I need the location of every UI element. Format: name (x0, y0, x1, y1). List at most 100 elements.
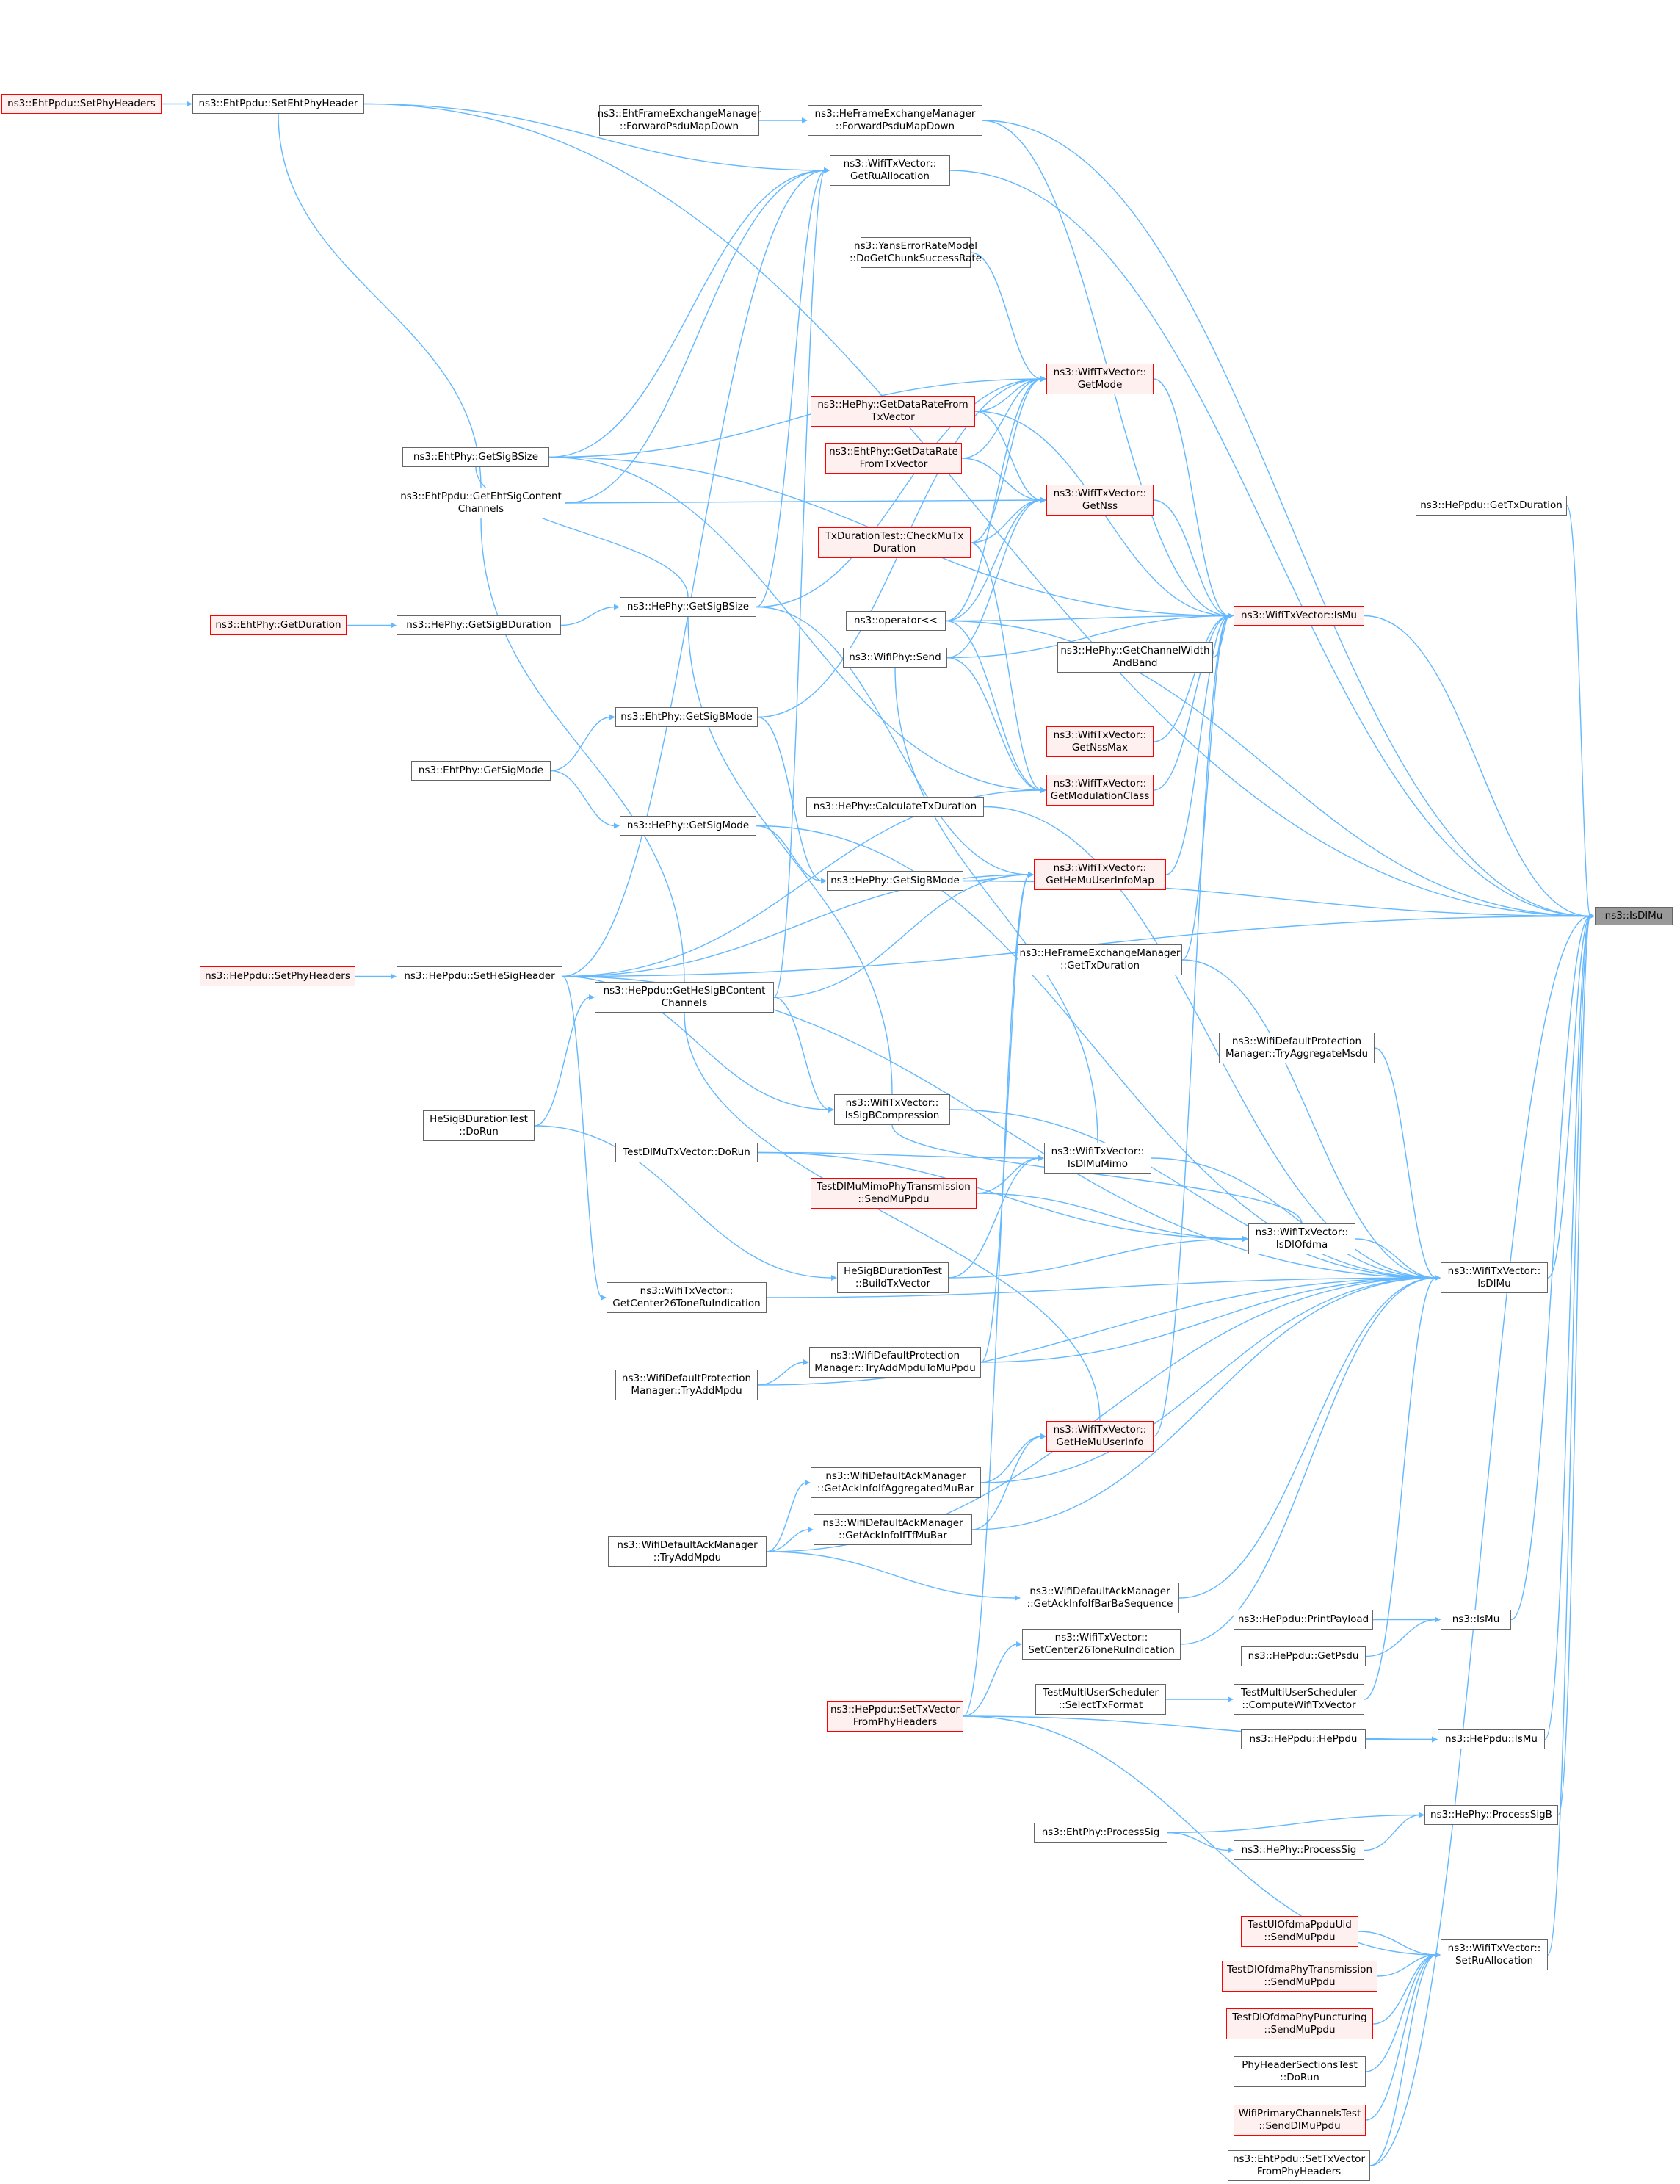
node-hesigbdurationtest-dorun[interactable]: HeSigBDurationTest ::DoRun (423, 1110, 535, 1141)
call-edge (945, 499, 1043, 622)
node-testdlofdmaphypuncturing-sendmuppdu[interactable]: TestDlOfdmaPhyPuncturing ::SendMuPpdu (1226, 2008, 1373, 2039)
call-edge (1167, 1814, 1421, 1834)
node-wifitxvector-setruallocation[interactable]: ns3::WifiTxVector:: SetRuAllocation (1441, 1939, 1548, 1970)
node-label: TestDlOfdmaPhyTransmission ::SendMuPpdu (1227, 1964, 1372, 1988)
node-wifitxvector-gethemuuserinfo[interactable]: ns3::WifiTxVector:: GetHeMuUserInfo (1046, 1421, 1154, 1452)
node-wifitxvector-issigbcompression[interactable]: ns3::WifiTxVector:: IsSigBCompression (834, 1094, 950, 1125)
node-hephy-processsigb[interactable]: ns3::HePhy::ProcessSigB (1424, 1805, 1558, 1825)
node-txdurationtest-checkmutxduration[interactable]: TxDurationTest::CheckMuTx Duration (818, 527, 971, 558)
node-heppdu-ismu[interactable]: ns3::HePpdu::IsMu (1438, 1729, 1545, 1749)
node-wdpm-tryaddmpdutomuppdu[interactable]: ns3::WifiDefaultProtection Manager::TryA… (809, 1347, 981, 1378)
node-label: ns3::WifiTxVector:: SetCenter26ToneRuInd… (1028, 1632, 1175, 1656)
node-ehtphy-getdataratefromtxvector[interactable]: ns3::EhtPhy::GetDataRate FromTxVector (825, 443, 962, 474)
node-wifitxvector-gethemuuserinfomap[interactable]: ns3::WifiTxVector:: GetHeMuUserInfoMap (1034, 859, 1166, 890)
node-testmultiuserscheduler-selecttxformat[interactable]: TestMultiUserScheduler ::SelectTxFormat (1035, 1684, 1166, 1715)
call-edge (534, 997, 591, 1127)
node-ehtphy-getduration[interactable]: ns3::EhtPhy::GetDuration (210, 615, 347, 635)
node-label: ns3::WifiDefaultProtection Manager::TryA… (814, 1350, 976, 1374)
call-edge (963, 1644, 1018, 1717)
node-isdlmu-root[interactable]: ns3::IsDlMu (1595, 907, 1673, 925)
node-ehtphy-getsigmode[interactable]: ns3::EhtPhy::GetSigMode (411, 761, 551, 781)
node-heppdu-gettxduration[interactable]: ns3::HePpdu::GetTxDuration (1416, 496, 1567, 516)
node-hesigbdurationtest-buildtxvector[interactable]: HeSigBDurationTest ::BuildTxVector (837, 1262, 949, 1293)
node-wifitxvector-setcenter26tonerunindication[interactable]: ns3::WifiTxVector:: SetCenter26ToneRuInd… (1022, 1629, 1181, 1660)
node-wifitxvector-getcenter26tonerunindication[interactable]: ns3::WifiTxVector:: GetCenter26ToneRuInd… (607, 1282, 767, 1313)
call-edge (1355, 1238, 1437, 1279)
node-testmultiuserscheduler-computewifitxvector[interactable]: TestMultiUserScheduler ::ComputeWifiTxVe… (1234, 1684, 1364, 1715)
node-phyheadersectionstest-dorun[interactable]: PhyHeaderSectionsTest ::DoRun (1234, 2056, 1366, 2087)
node-ehtphy-getsigbmode[interactable]: ns3::EhtPhy::GetSigBMode (615, 707, 758, 727)
call-edge-arrowhead (391, 973, 397, 980)
node-wifiprimarychannelstest-senddlmuppdu[interactable]: WifiPrimaryChannelsTest ::SendDlMuPpdu (1234, 2105, 1366, 2136)
node-wifiphy-send[interactable]: ns3::WifiPhy::Send (843, 648, 947, 668)
call-edge (565, 499, 1043, 504)
call-edge (980, 1277, 1437, 1483)
call-edge-arrowhead (1028, 872, 1034, 878)
node-label: ns3::WifiTxVector:: GetNssMax (1053, 729, 1147, 753)
node-label: ns3::WifiTxVector:: IsDlMuMimo (1051, 1146, 1145, 1170)
node-heppdu-printpayload[interactable]: ns3::HePpdu::PrintPayload (1234, 1610, 1373, 1630)
node-heppdu-heppdu[interactable]: ns3::HePpdu::HePpdu (1241, 1729, 1366, 1749)
node-label: ns3::HeFrameExchangeManager ::ForwardPsd… (814, 108, 976, 132)
call-edge-arrowhead (828, 1107, 834, 1113)
node-hephy-getchannelwidthandband[interactable]: ns3::HePhy::GetChannelWidth AndBand (1057, 642, 1213, 673)
node-heppdu-settxvectorfromphyheaders[interactable]: ns3::HePpdu::SetTxVector FromPhyHeaders (827, 1701, 963, 1732)
node-wifitxvector-getnssmax[interactable]: ns3::WifiTxVector:: GetNssMax (1046, 726, 1154, 757)
node-hefem-forwardpsdumapdown[interactable]: ns3::HeFrameExchangeManager ::ForwardPsd… (808, 105, 982, 136)
node-wifitxvector-ismu[interactable]: ns3::WifiTxVector::IsMu (1234, 606, 1364, 626)
node-label: ns3::WifiTxVector:: GetNss (1053, 488, 1147, 512)
node-yans-dogetchunksuccessrate[interactable]: ns3::YansErrorRateModel ::DoGetChunkSucc… (850, 237, 982, 268)
node-label: ns3::WifiTxVector:: GetModulationClass (1050, 778, 1150, 802)
call-edge (970, 499, 1043, 543)
node-wdpm-tryaddmpdu[interactable]: ns3::WifiDefaultProtection Manager::TryA… (615, 1370, 758, 1400)
node-wdpm-tryaggregatemsdu[interactable]: ns3::WifiDefaultProtection Manager::TryA… (1219, 1033, 1375, 1063)
node-testdlmutxvector-dorun[interactable]: TestDlMuTxVector::DoRun (615, 1143, 758, 1162)
node-wdam-getackinfoiftfmubar[interactable]: ns3::WifiDefaultAckManager ::GetAckInfoI… (814, 1514, 972, 1545)
node-hephy-getsigbsize[interactable]: ns3::HePhy::GetSigBSize (620, 597, 756, 617)
node-testdlofdmaphytransmission-sendmuppdu[interactable]: TestDlOfdmaPhyTransmission ::SendMuPpdu (1222, 1961, 1377, 1992)
node-ehtphy-getsigbsize[interactable]: ns3::EhtPhy::GetSigBSize (402, 447, 549, 467)
node-wifitxvector-getmode[interactable]: ns3::WifiTxVector:: GetMode (1046, 364, 1154, 394)
node-heppdu-setphyheaders[interactable]: ns3::HePpdu::SetPhyHeaders (200, 966, 355, 986)
node-wifitxvector-isdlmumimo[interactable]: ns3::WifiTxVector:: IsDlMuMimo (1044, 1143, 1151, 1174)
node-heppdu-getpsdu[interactable]: ns3::HePpdu::GetPsdu (1241, 1646, 1366, 1666)
node-hephy-calculatetxduration[interactable]: ns3::HePhy::CalculateTxDuration (806, 797, 984, 817)
node-hephy-getsigmode[interactable]: ns3::HePhy::GetSigMode (620, 816, 756, 836)
call-edge (980, 1436, 1043, 1483)
node-heppdu-gethesigbcontentchannels[interactable]: ns3::HePpdu::GetHeSigBContent Channels (595, 982, 774, 1013)
node-wifitxvector-getruallocation[interactable]: ns3::WifiTxVector:: GetRuAllocation (830, 155, 950, 186)
node-wifitxvector-isdlofdma[interactable]: ns3::WifiTxVector:: IsDlOfdma (1248, 1223, 1355, 1254)
node-label: ns3::EhtPpdu::SetEhtPhyHeader (198, 98, 358, 109)
node-ehtfem-forwardpsdumapdown[interactable]: ns3::EhtFrameExchangeManager ::ForwardPs… (598, 105, 761, 136)
node-hefem-gettxduration[interactable]: ns3::HeFrameExchangeManager ::GetTxDurat… (1018, 944, 1182, 975)
node-wifitxvector-isdlmu[interactable]: ns3::WifiTxVector:: IsDlMu (1441, 1262, 1548, 1293)
node-hephy-getsigbduration[interactable]: ns3::HePhy::GetSigBDuration (397, 615, 561, 635)
node-wifitxvector-getnss[interactable]: ns3::WifiTxVector:: GetNss (1046, 485, 1154, 516)
call-edge (548, 378, 1043, 458)
call-edge (757, 716, 823, 882)
call-edge (1165, 615, 1230, 875)
node-wdam-getackinfoifbarbasequence[interactable]: ns3::WifiDefaultAckManager ::GetAckInfoI… (1021, 1583, 1179, 1613)
node-wdam-tryaddmpdu[interactable]: ns3::WifiDefaultAckManager ::TryAddMpdu (608, 1536, 767, 1567)
node-ehtphy-processsig[interactable]: ns3::EhtPhy::ProcessSig (1034, 1823, 1167, 1843)
node-ehtppdu-setehtphyheader[interactable]: ns3::EhtPpdu::SetEhtPhyHeader (192, 94, 364, 114)
node-hephy-getsigbmode[interactable]: ns3::HePhy::GetSigBMode (827, 871, 963, 891)
node-ns3-ismu[interactable]: ns3::IsMu (1441, 1610, 1511, 1630)
call-edge-arrowhead (614, 604, 620, 610)
call-edge (971, 1436, 1043, 1530)
node-testdlmumimo-sendmuppdu[interactable]: TestDlMuMimoPhyTransmission ::SendMuPpdu (811, 1178, 977, 1209)
node-wdam-getackinfoifaggregatedmubar[interactable]: ns3::WifiDefaultAckManager ::GetAckInfoI… (811, 1467, 981, 1498)
node-ehtppdu-setphyheaders[interactable]: ns3::EhtPpdu::SetPhyHeaders (1, 94, 162, 114)
node-label: ns3::WifiDefaultAckManager ::GetAckInfoI… (817, 1470, 974, 1494)
node-heppdu-sethesigheader[interactable]: ns3::HePpdu::SetHeSigHeader (397, 966, 562, 986)
node-operator-stream[interactable]: ns3::operator<< (846, 611, 946, 631)
call-edge (757, 1277, 1437, 1386)
node-hephy-processsig[interactable]: ns3::HePhy::ProcessSig (1234, 1840, 1364, 1860)
node-testulofdmappduuid-sendmuppdu[interactable]: TestUlOfdmaPpduUid ::SendMuPpdu (1241, 1916, 1358, 1947)
node-label: ns3::EhtPpdu::SetPhyHeaders (7, 98, 156, 109)
node-wifitxvector-getmodulationclass[interactable]: ns3::WifiTxVector:: GetModulationClass (1046, 775, 1154, 806)
node-label: ns3::WifiTxVector:: GetCenter26ToneRuInd… (612, 1285, 761, 1309)
node-ehtppdu-getehtsigcontentchannels[interactable]: ns3::EhtPpdu::GetEhtSigContent Channels (397, 488, 565, 518)
node-ehtppdu-settxvectorfromphyheaders[interactable]: ns3::EhtPpdu::SetTxVector FromPhyHeaders (1228, 2150, 1370, 2181)
node-hephy-getdataratefromtxvector[interactable]: ns3::HePhy::GetDataRateFrom TxVector (811, 396, 975, 427)
